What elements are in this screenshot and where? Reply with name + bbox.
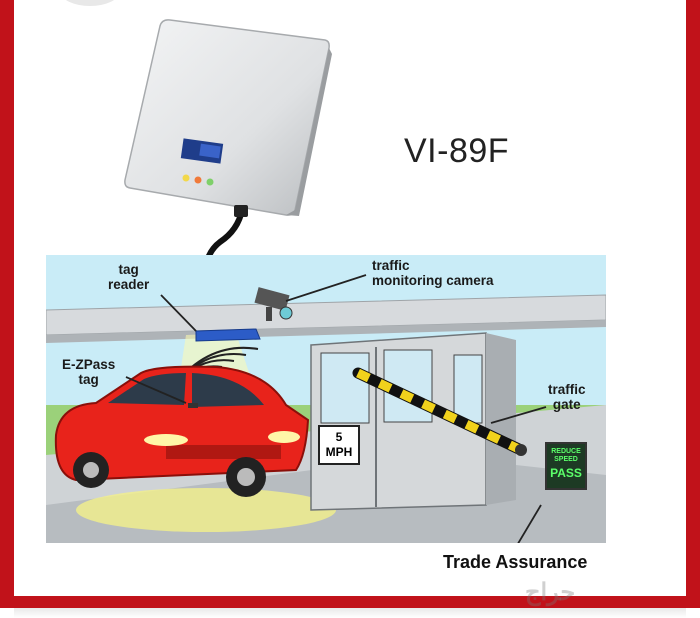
speed-limit-sign: 5 MPH [318, 425, 360, 465]
tag-reader-unit [195, 328, 261, 342]
status-led-orange [194, 176, 202, 184]
label-ezpass-tag: E-ZPass tag [62, 357, 116, 387]
toll-booth [310, 332, 516, 511]
speed-display-sign: REDUCE SPEED PASS [545, 442, 587, 490]
trade-assurance-caption: Trade Assurance [443, 552, 588, 572]
red-car [54, 365, 310, 497]
status-led-green [206, 178, 214, 186]
site-watermark: حراج [525, 579, 576, 606]
toll-scene-illustration [46, 255, 606, 543]
read-zone [76, 488, 336, 532]
rfid-reader-device [124, 19, 332, 260]
model-label: VI-89F [404, 132, 510, 170]
traffic-gate-arm [352, 367, 527, 456]
frame-shadow [14, 608, 686, 618]
label-traffic-gate: traffic gate [548, 382, 586, 412]
corner-fragment [60, 0, 120, 6]
label-traffic-camera: traffic monitoring camera [372, 258, 494, 288]
ezpass-tag-unit [188, 403, 198, 408]
label-tag-reader: tag reader [108, 262, 150, 292]
status-led-yellow [182, 174, 190, 182]
